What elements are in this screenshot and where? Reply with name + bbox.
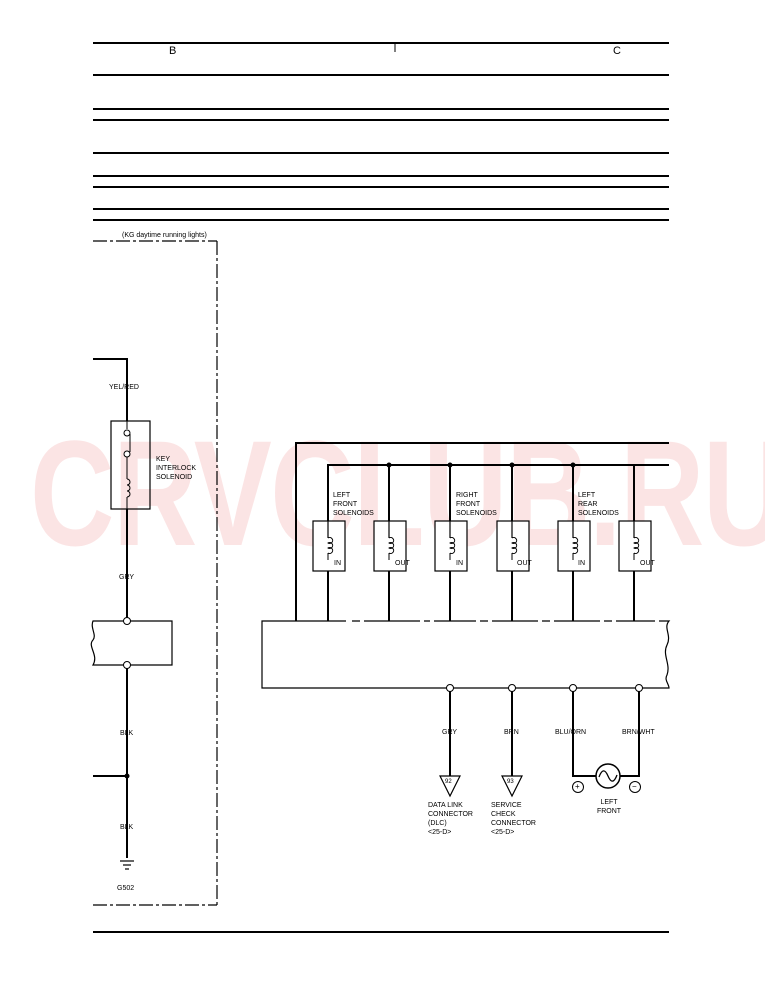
wire-brn-wht [620, 688, 640, 777]
wire-label-yel-red: YEL/RED [109, 384, 139, 391]
solenoid-tag: IN [578, 560, 585, 567]
wire-label-brn-wht: BRN/WHT [622, 729, 655, 736]
splice-dot [447, 462, 453, 468]
solenoid-group-label: RIGHT FRONT SOLENOIDS [456, 492, 497, 517]
splice-dot [386, 462, 392, 468]
splice-dot [570, 462, 576, 468]
wheel-sensor-label: LEFT FRONT [596, 799, 622, 815]
wire-label-brn: BRN [504, 729, 519, 736]
solenoid-box [618, 520, 652, 572]
wire-label-blk: BLK [120, 730, 134, 737]
solenoid-group-label: LEFT REAR SOLENOIDS [578, 492, 619, 517]
dashed-box-label: (KG daytime running lights) [122, 232, 207, 239]
solenoid-tag: OUT [395, 560, 410, 567]
coil-icon [327, 537, 334, 554]
solenoid-box [434, 520, 468, 572]
bus-wire-inner [327, 464, 669, 528]
coil-icon [388, 537, 395, 554]
terminal [123, 617, 131, 625]
key-interlock-label: KEY INTERLOCK SOLENOID [156, 456, 197, 481]
connector-triangle-dlc [439, 775, 461, 798]
terminal [508, 684, 516, 692]
minus-terminal-icon [629, 781, 641, 793]
bus-wire-outer [295, 442, 669, 621]
terminal [569, 684, 577, 692]
column-b-label: B [169, 45, 177, 57]
connector-number-scs: 93 [507, 779, 514, 785]
switch-contact [123, 429, 131, 437]
minus-sign: − [632, 782, 637, 791]
solenoid-group-label: LEFT FRONT SOLENOIDS [333, 492, 374, 517]
solenoid-array [312, 520, 652, 621]
connector-number-dlc: 92 [445, 779, 452, 785]
coil-icon [511, 537, 518, 554]
plus-terminal-icon [572, 781, 584, 793]
wire-label-blk: BLK [120, 824, 134, 831]
coil-symbol [126, 478, 131, 498]
wire-label-gry-dlc: GRY [442, 729, 458, 736]
control-unit-box [261, 620, 671, 689]
terminal [123, 661, 131, 669]
plus-sign: + [575, 782, 580, 791]
splice-dot [509, 462, 515, 468]
key-interlock-box [110, 420, 151, 510]
wire-label-blu-orn: BLU/ORN [555, 729, 587, 736]
solenoid-tag: OUT [517, 560, 532, 567]
solenoid-tag: OUT [640, 560, 655, 567]
solenoid-box [312, 520, 346, 572]
terminal [446, 684, 454, 692]
switch-contact [123, 450, 131, 458]
column-c-label: C [613, 45, 621, 57]
connector-triangle-scs [501, 775, 523, 798]
coil-icon [572, 537, 579, 554]
service-check-connector-label: SERVICE CHECK CONNECTOR <25-D> [491, 802, 536, 836]
terminal [635, 684, 643, 692]
ac-wave-icon [598, 770, 618, 782]
solenoid-tag: IN [334, 560, 341, 567]
wire-blu-orn [572, 688, 596, 777]
splice-dot [124, 773, 130, 779]
ground-label: G502 [117, 885, 135, 892]
wire-yel-red [93, 358, 128, 421]
wire-label-gry: GRY [119, 574, 135, 581]
dlc-connector-label: DATA LINK CONNECTOR (DLC) <25-D> [428, 802, 473, 836]
solenoid-tag: IN [456, 560, 463, 567]
coil-icon [633, 537, 640, 554]
coil-icon [449, 537, 456, 554]
solenoid-box [557, 520, 591, 572]
connector-block-left [90, 620, 173, 666]
